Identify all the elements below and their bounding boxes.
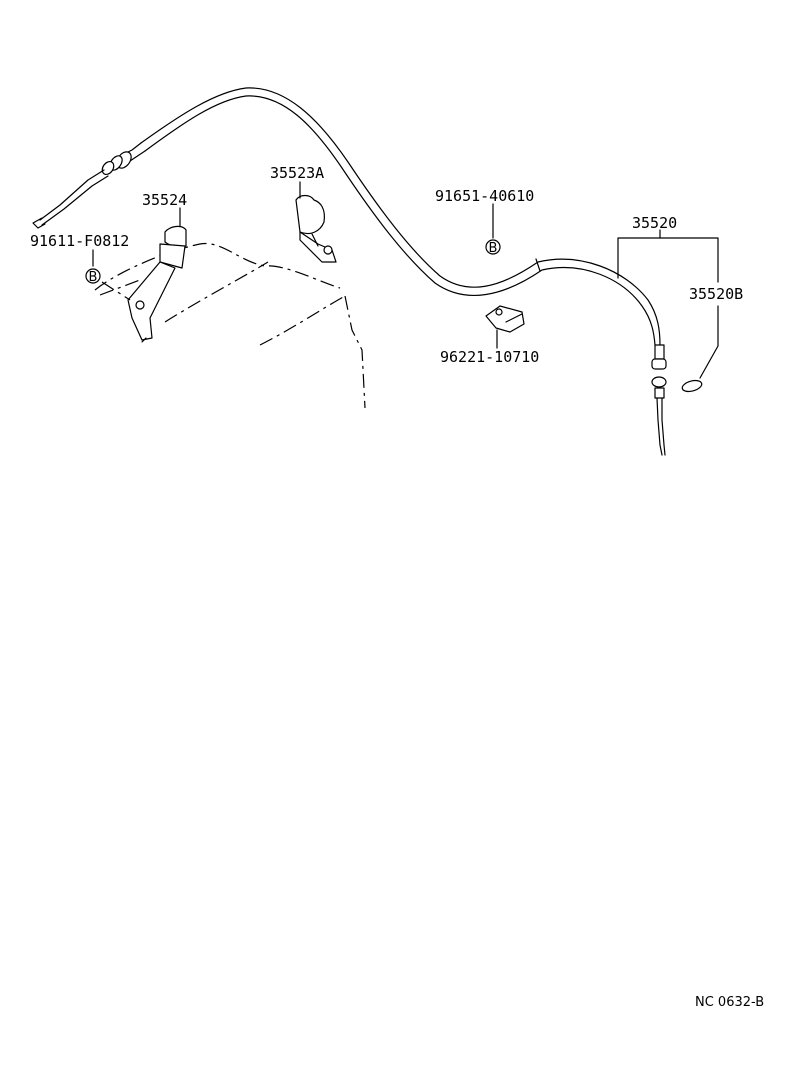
label-96221-10710: 96221-10710 bbox=[440, 348, 539, 366]
figure-code: NC 0632-B bbox=[695, 995, 764, 1010]
label-35524: 35524 bbox=[142, 191, 187, 209]
svg-text:B: B bbox=[89, 270, 98, 285]
grommet-35520b bbox=[681, 379, 703, 393]
clip-96221-10710 bbox=[485, 305, 525, 333]
marker-b-left: B bbox=[85, 268, 101, 285]
label-35523a: 35523A bbox=[270, 164, 324, 182]
marker-b-center: B bbox=[485, 239, 501, 256]
bracket-35523a bbox=[295, 194, 337, 263]
svg-text:B: B bbox=[489, 241, 498, 256]
bracket-35524 bbox=[127, 225, 187, 343]
leader-lines bbox=[92, 181, 719, 379]
label-35520b: 35520B bbox=[689, 285, 743, 303]
transmission-outline bbox=[94, 242, 366, 409]
cable-assembly bbox=[32, 87, 667, 456]
label-91651-40610: 91651-40610 bbox=[435, 187, 534, 205]
label-91611-f0812: 91611-F0812 bbox=[30, 232, 129, 250]
label-35520: 35520 bbox=[632, 214, 677, 232]
